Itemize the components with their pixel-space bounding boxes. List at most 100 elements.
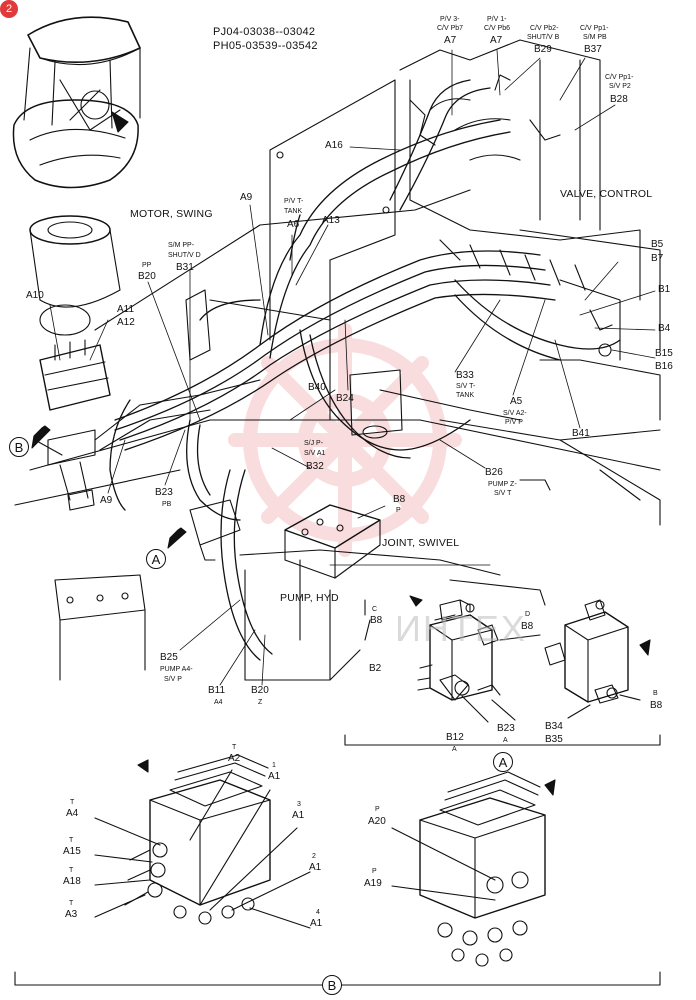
label-a19-sup: P (372, 868, 377, 875)
label-b26-line1: PUMP Z- (488, 481, 517, 488)
leader-lines (49, 49, 656, 686)
label-b26: B26 (485, 467, 503, 478)
watermark-logo (228, 323, 462, 557)
label-a7-1-line1: P/V 3- (440, 16, 460, 23)
cab-overview-inset (12, 16, 141, 189)
label-b23-bottom: B23 (497, 723, 515, 734)
label-b40: B40 (308, 382, 326, 393)
label-b28-line1: C/V Pp1- (605, 74, 634, 81)
label-b24: B24 (336, 393, 354, 404)
label-b2: B2 (369, 663, 382, 674)
label-b37-line2: S/M PB (583, 34, 607, 41)
label-a1-3-sup: 3 (297, 801, 301, 808)
label-b4: B4 (658, 323, 671, 334)
label-b20-top-sup: PP (142, 262, 152, 269)
label-a1-2: A1 (309, 862, 322, 873)
label-a3-sup: T (69, 900, 74, 907)
label-b23-top-sub: PB (162, 501, 172, 508)
label-b15: B15 (655, 348, 673, 359)
label-a2-sup: T (232, 744, 237, 751)
callout-b: B (9, 437, 29, 457)
label-a16: A16 (325, 140, 343, 151)
label-b33: B33 (456, 370, 474, 381)
label-a3: A3 (65, 909, 78, 920)
label-b20-bottom-sub: Z (258, 699, 263, 706)
label-a15-sup: T (69, 837, 74, 844)
chassis-outline (14, 189, 661, 526)
label-b8-mid-sub: P (396, 507, 401, 514)
label-a11: A11 (117, 304, 135, 315)
label-a1-4-sup: 4 (316, 909, 320, 916)
label-b31-line2: SHUT/V D (168, 252, 201, 259)
label-b29: B29 (534, 44, 552, 55)
page-number-badge: 2 (0, 0, 18, 18)
label-a20-sup: P (375, 806, 380, 813)
label-a7-1: A7 (444, 35, 457, 46)
label-b32-line1: S/J P- (304, 440, 324, 447)
label-a7-2-line2: C/V Pb6 (484, 25, 511, 32)
swing-motor (29, 215, 261, 511)
label-b37: B37 (584, 44, 602, 55)
detail-a-valves (344, 595, 661, 746)
callout-a-detail: A (493, 752, 513, 772)
label-a4-sup: T (70, 799, 75, 806)
label-a1-1: A1 (268, 771, 281, 782)
label-a1-3: A1 (292, 810, 305, 821)
label-b1: B1 (658, 284, 671, 295)
watermark-text: ИНТЕХ (395, 608, 527, 649)
label-a5-line1: S/V A2- (503, 410, 527, 417)
label-a9-bottom: A9 (100, 495, 113, 506)
label-a18: A18 (63, 876, 81, 887)
hose-bundle (109, 79, 621, 661)
label-b25-line2: S/V P (164, 676, 182, 683)
label-b8-mid: B8 (393, 494, 406, 505)
label-a2: A2 (228, 753, 241, 764)
label-a6-line1: P/V T- (284, 198, 304, 205)
label-a1-1-sup: 1 (272, 762, 276, 769)
serial-range-1: PJ04-03038--03042 (213, 26, 316, 38)
section-motor-swing: MOTOR, SWING (130, 208, 213, 220)
label-b35: B35 (545, 734, 563, 745)
label-b20-top: B20 (138, 271, 156, 282)
label-b28-line2: S/V P2 (609, 83, 631, 90)
label-b8-c-sup: C (372, 606, 378, 613)
section-pump-hyd: PUMP, HYD (280, 592, 339, 604)
label-b11: B11 (208, 685, 226, 696)
label-a5: A5 (510, 396, 523, 407)
label-b12-sub: A (452, 746, 457, 753)
label-b8-d: B8 (521, 621, 534, 632)
label-b33-line2: TANK (456, 392, 475, 399)
label-b41: B41 (572, 428, 590, 439)
label-a9-top: A9 (240, 192, 253, 203)
section-joint-swivel: JOINT, SWIVEL (382, 537, 460, 549)
label-b29-line2: SHUT/V B (527, 34, 560, 41)
label-b20-bottom: B20 (251, 685, 269, 696)
label-b31: B31 (176, 262, 194, 273)
label-a7-2: A7 (490, 35, 503, 46)
label-a6-line2: TANK (284, 208, 303, 215)
callout-a: A (146, 549, 166, 569)
section-valve-control: VALVE, CONTROL (560, 188, 653, 200)
label-a10: A10 (26, 290, 44, 301)
label-a5-line2: P/V P (505, 419, 523, 426)
label-b34: B34 (545, 721, 563, 732)
label-b16: B16 (655, 361, 673, 372)
label-b37-line1: C/V Pp1- (580, 25, 609, 32)
callout-arrows (31, 425, 187, 549)
label-b12: B12 (446, 732, 464, 743)
label-b5: B5 (651, 239, 664, 250)
detail-b-pilot-valves (14, 754, 661, 986)
label-b11-sub: A4 (214, 699, 223, 706)
label-b25-line1: PUMP A4- (160, 666, 193, 673)
label-b7: B7 (651, 253, 664, 264)
label-a18-sup: T (69, 867, 74, 874)
label-b32-line2: S/V A1 (304, 450, 326, 457)
label-a7-1-line2: C/V Pb7 (437, 25, 464, 32)
label-a20: A20 (368, 816, 386, 827)
label-a12: A12 (117, 317, 135, 328)
label-b26-line2: S/V T (494, 490, 512, 497)
label-b8-b: B8 (650, 700, 663, 711)
swivel-joint-and-pump (54, 369, 546, 681)
